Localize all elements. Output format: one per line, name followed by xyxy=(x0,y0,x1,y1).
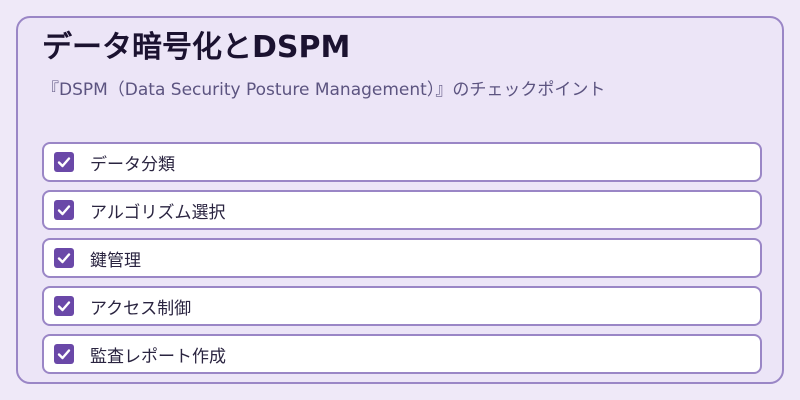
checklist-item-label: データ分類 xyxy=(90,154,175,175)
checklist-item-label: アルゴリズム選択 xyxy=(90,202,226,223)
checkbox-checked-icon[interactable] xyxy=(54,296,74,316)
checklist-item-label: 鍵管理 xyxy=(90,250,141,271)
page-subtitle: 『DSPM（Data Security Posture Management）』… xyxy=(42,80,606,100)
checklist-item-data-classification[interactable]: データ分類 xyxy=(42,142,762,182)
checkbox-checked-icon[interactable] xyxy=(54,152,74,172)
checklist-item-access-control[interactable]: アクセス制御 xyxy=(42,286,762,326)
checklist: データ分類 アルゴリズム選択 鍵管理 アクセス制御 監査レポート作成 xyxy=(42,142,762,382)
checkbox-checked-icon[interactable] xyxy=(54,200,74,220)
page-title: データ暗号化とDSPM xyxy=(42,30,351,65)
checklist-item-algorithm-selection[interactable]: アルゴリズム選択 xyxy=(42,190,762,230)
checkbox-checked-icon[interactable] xyxy=(54,248,74,268)
checklist-item-label: 監査レポート作成 xyxy=(90,346,226,367)
checklist-item-label: アクセス制御 xyxy=(90,298,192,319)
checklist-item-audit-report[interactable]: 監査レポート作成 xyxy=(42,334,762,374)
checklist-item-key-management[interactable]: 鍵管理 xyxy=(42,238,762,278)
checklist-card: データ暗号化とDSPM 『DSPM（Data Security Posture … xyxy=(16,16,784,384)
checkbox-checked-icon[interactable] xyxy=(54,344,74,364)
